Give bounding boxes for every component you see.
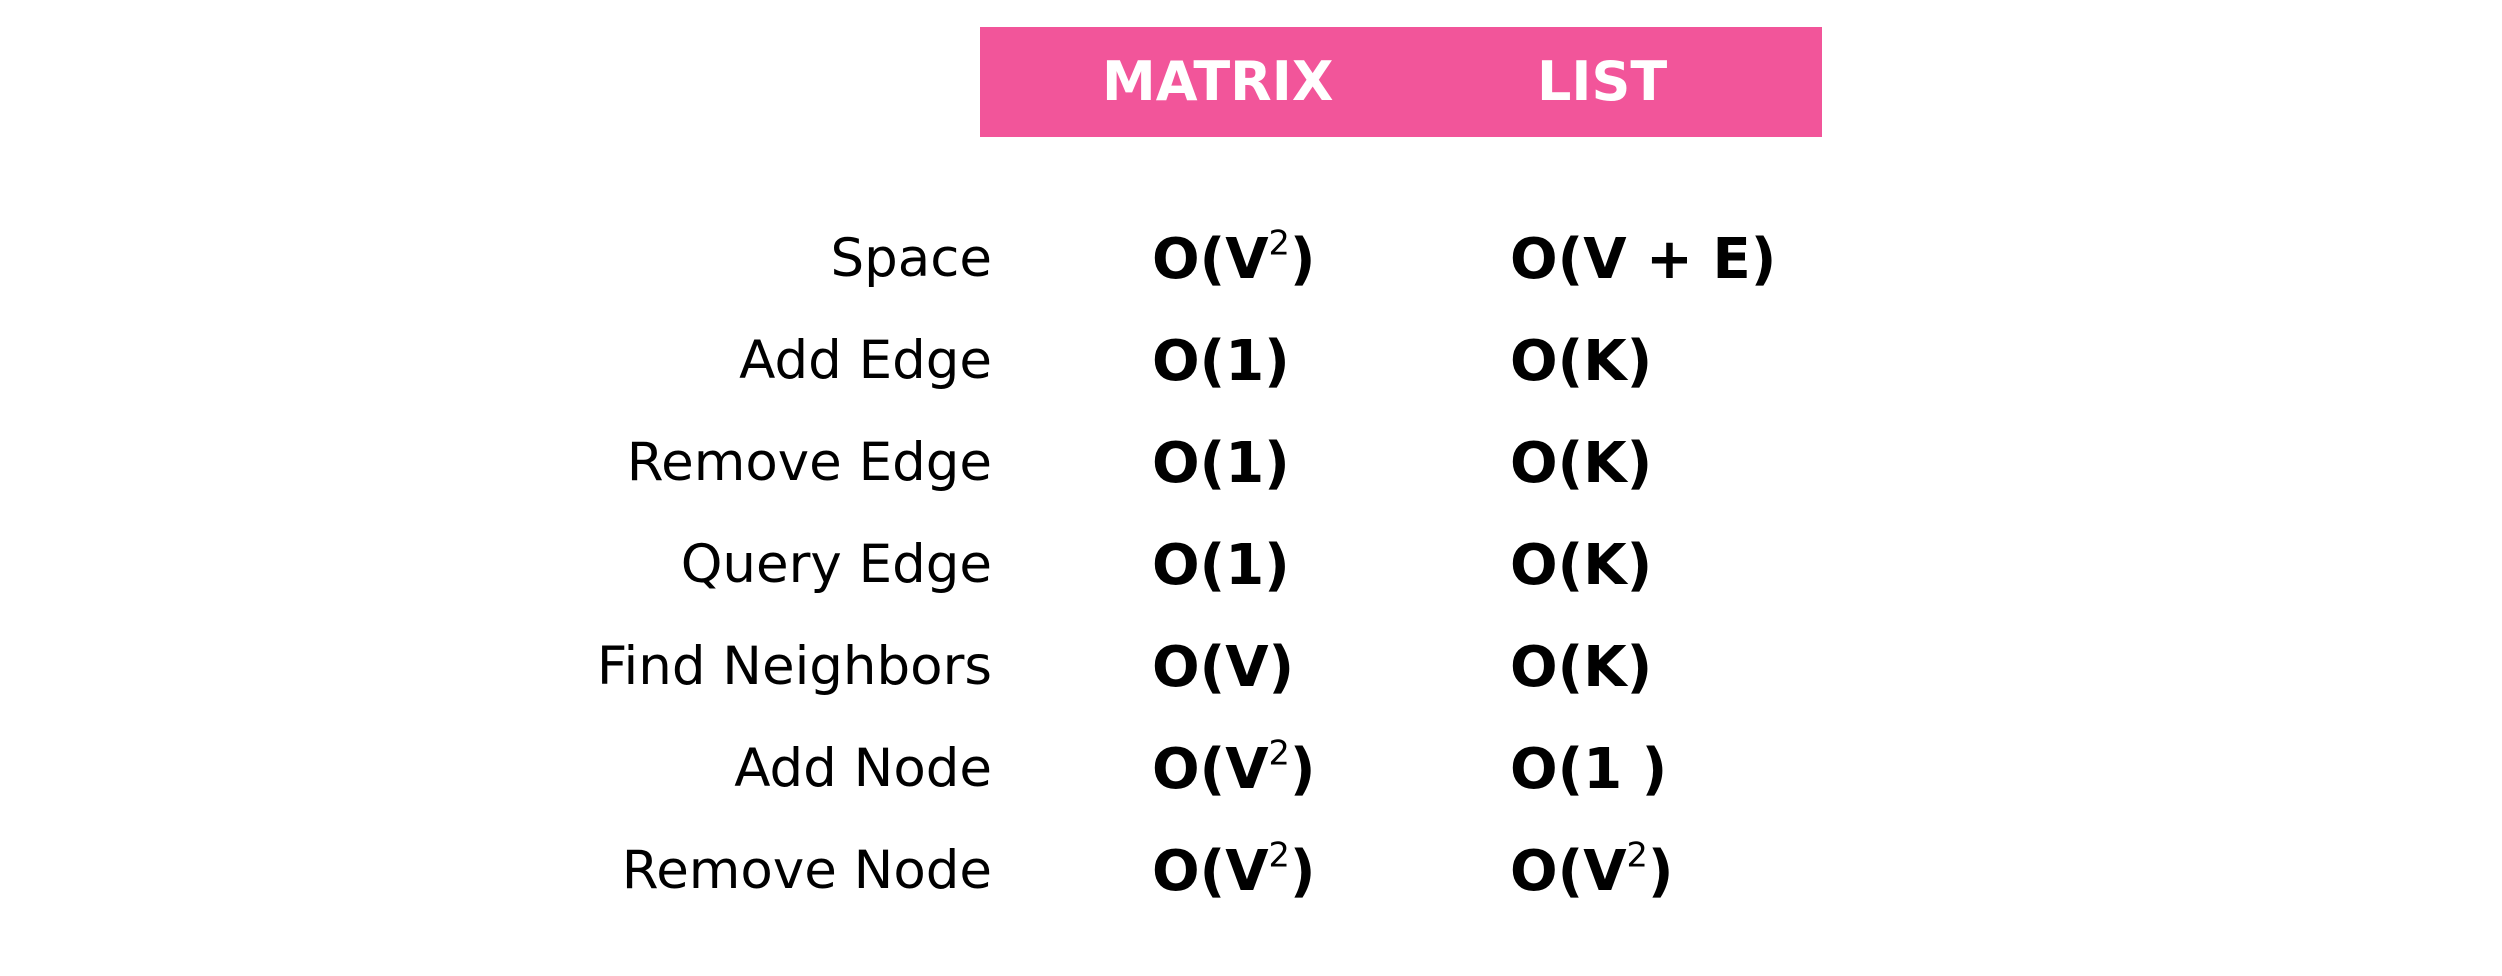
row-label-add-edge: Add Edge [739,330,992,391]
matrix-cell-remove-node: O(V2) [1152,835,1316,904]
row-label-space: Space [830,228,992,289]
row-label-remove-edge: Remove Edge [626,432,992,493]
matrix-cell-find-neighbors: O(V) [1152,635,1295,700]
matrix-cell-query-edge: O(1) [1152,533,1290,598]
list-cell-add-edge: O(K) [1510,329,1653,394]
row-label-add-node: Add Node [734,738,992,799]
row-label-remove-node: Remove Node [621,840,992,901]
row-label-query-edge: Query Edge [680,534,992,595]
list-cell-space: O(V + E) [1510,227,1777,292]
list-cell-remove-node: O(V2) [1510,835,1674,904]
matrix-cell-remove-edge: O(1) [1152,431,1290,496]
row-label-find-neighbors: Find Neighbors [596,636,992,697]
matrix-column-header: MATRIX [1102,50,1334,113]
matrix-cell-add-edge: O(1) [1152,329,1290,394]
list-cell-add-node: O(1 ) [1510,737,1668,802]
list-column-header: LIST [1537,50,1668,113]
header-bar: MATRIX LIST [980,27,1822,137]
matrix-cell-space: O(V2) [1152,223,1316,292]
list-cell-query-edge: O(K) [1510,533,1653,598]
list-cell-find-neighbors: O(K) [1510,635,1653,700]
list-cell-remove-edge: O(K) [1510,431,1653,496]
matrix-cell-add-node: O(V2) [1152,733,1316,802]
